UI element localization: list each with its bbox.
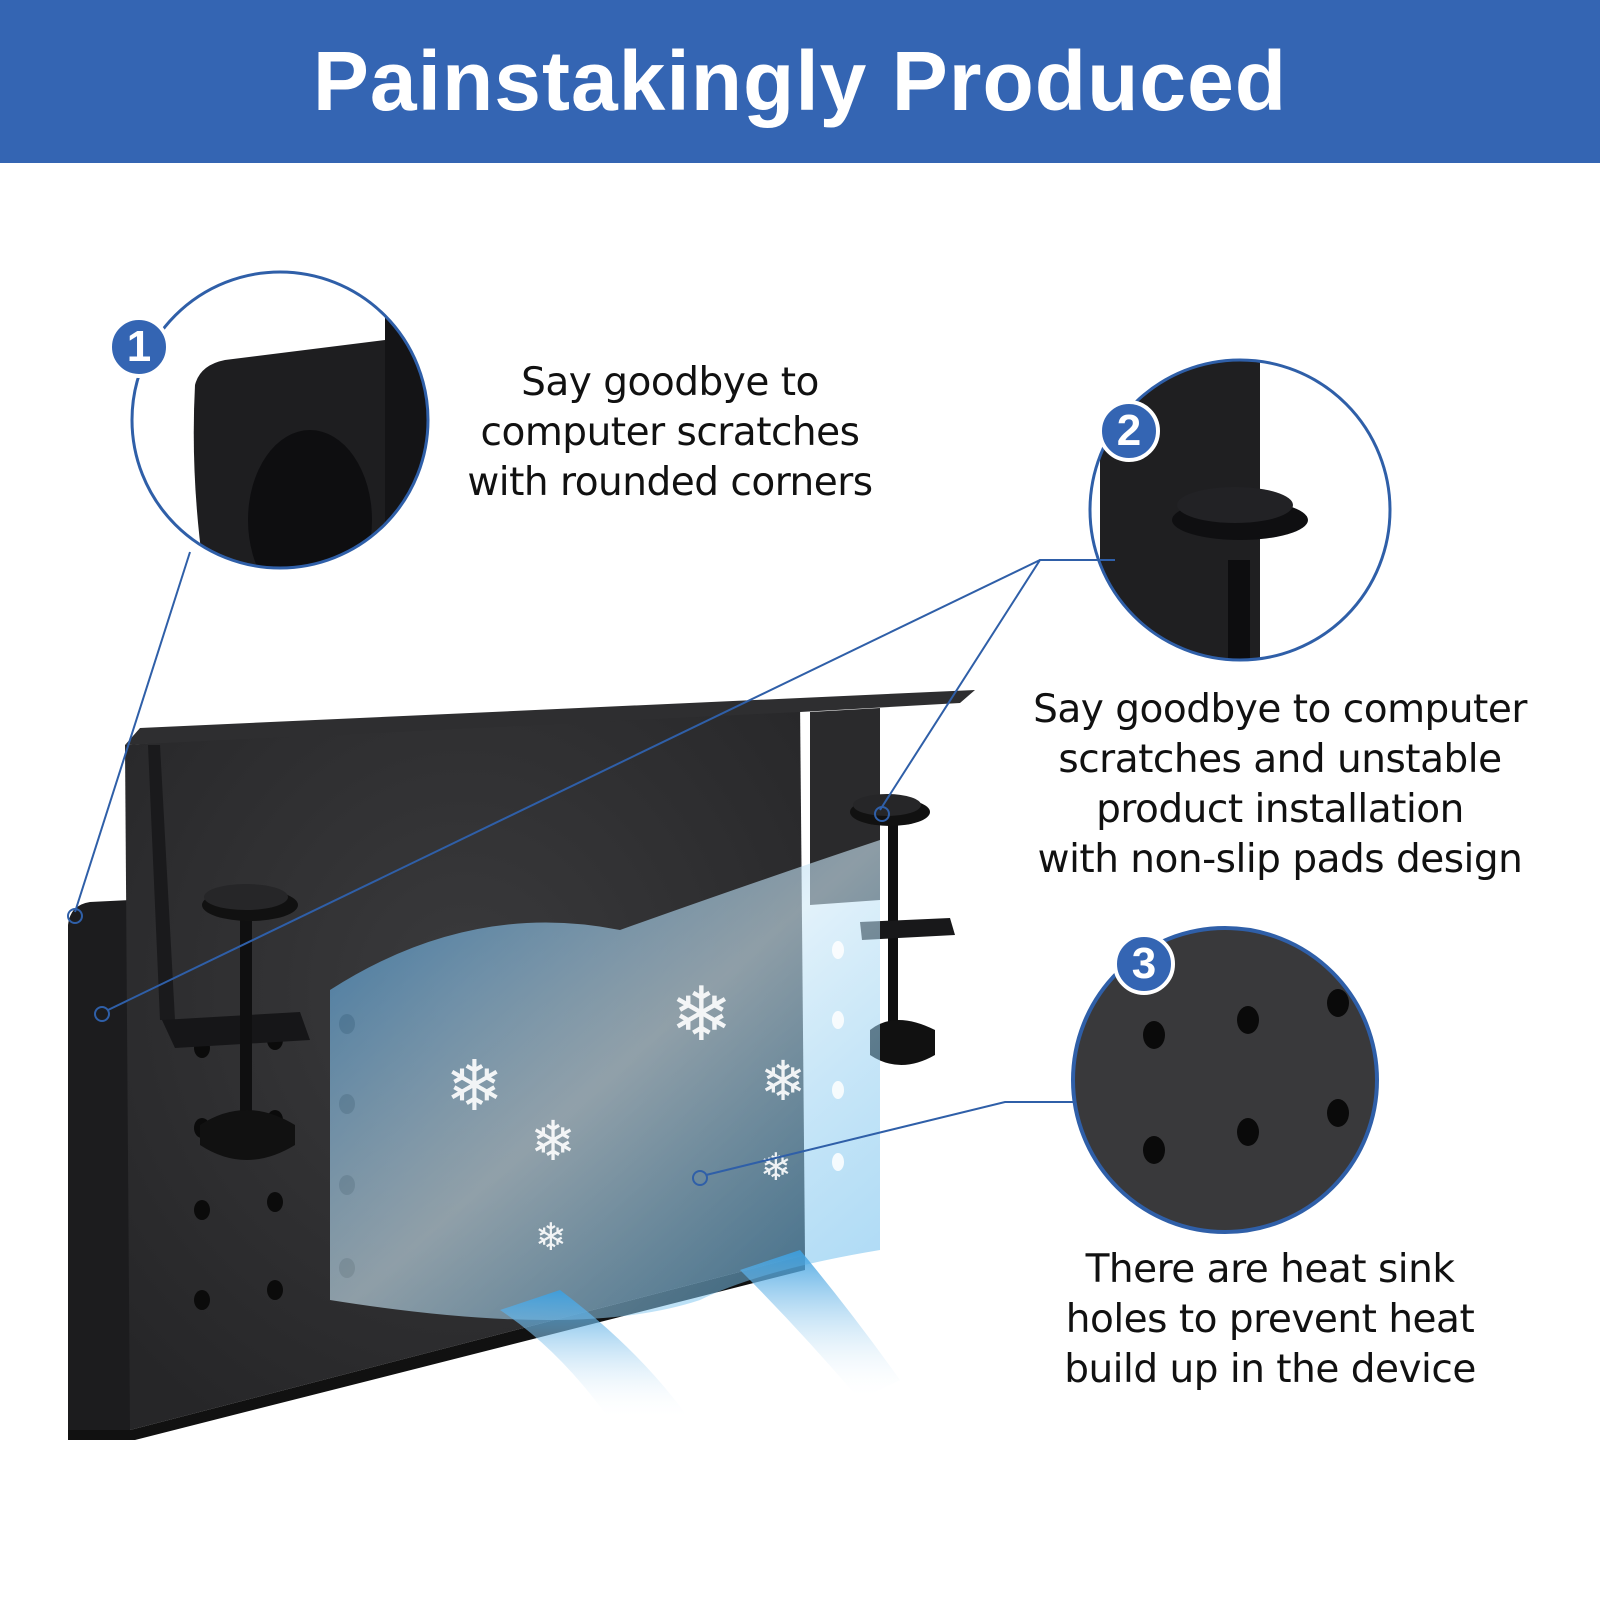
caption-line: with non-slip pads design [1037, 837, 1523, 882]
caption-line: There are heat sink [1085, 1247, 1455, 1292]
feature-2-caption: Say goodbye to computer scratches and un… [1010, 685, 1550, 885]
caption-line: product installation [1096, 787, 1464, 832]
svg-text:❄: ❄ [530, 1109, 576, 1173]
svg-text:❄: ❄ [760, 1049, 806, 1113]
title-banner: Painstakingly Produced [0, 0, 1600, 163]
detail-circle-1 [130, 270, 430, 570]
svg-text:❄: ❄ [670, 970, 733, 1058]
caption-line: scratches and unstable [1058, 737, 1502, 782]
caption-line: holes to prevent heat [1065, 1297, 1475, 1342]
caption-line: Say goodbye to [521, 360, 819, 405]
caption-line: Say goodbye to computer [1033, 687, 1527, 732]
caption-line: with rounded corners [467, 460, 873, 505]
svg-text:❄: ❄ [535, 1215, 567, 1259]
detail-circle-3 [1071, 926, 1379, 1234]
feature-3-caption: There are heat sink holes to prevent hea… [1035, 1245, 1505, 1395]
airflow-graphic: ❄ ❄ ❄ ❄ ❄ ❄ [330, 840, 900, 1420]
svg-text:❄: ❄ [760, 1145, 792, 1189]
feature-1-caption: Say goodbye to computer scratches with r… [445, 358, 895, 508]
svg-text:❄: ❄ [445, 1045, 504, 1127]
detail-circle-2 [1088, 358, 1392, 662]
caption-line: build up in the device [1064, 1347, 1476, 1392]
product-bracket: ❄ ❄ ❄ ❄ ❄ ❄ [68, 690, 975, 1440]
page-title: Painstakingly Produced [312, 34, 1288, 128]
leader-lines [67, 551, 1115, 1186]
caption-line: computer scratches [480, 410, 860, 455]
feature-1-number-badge: 1 [108, 316, 170, 378]
feature-2-number-badge: 2 [1098, 400, 1160, 462]
feature-3-number-badge: 3 [1113, 933, 1175, 995]
